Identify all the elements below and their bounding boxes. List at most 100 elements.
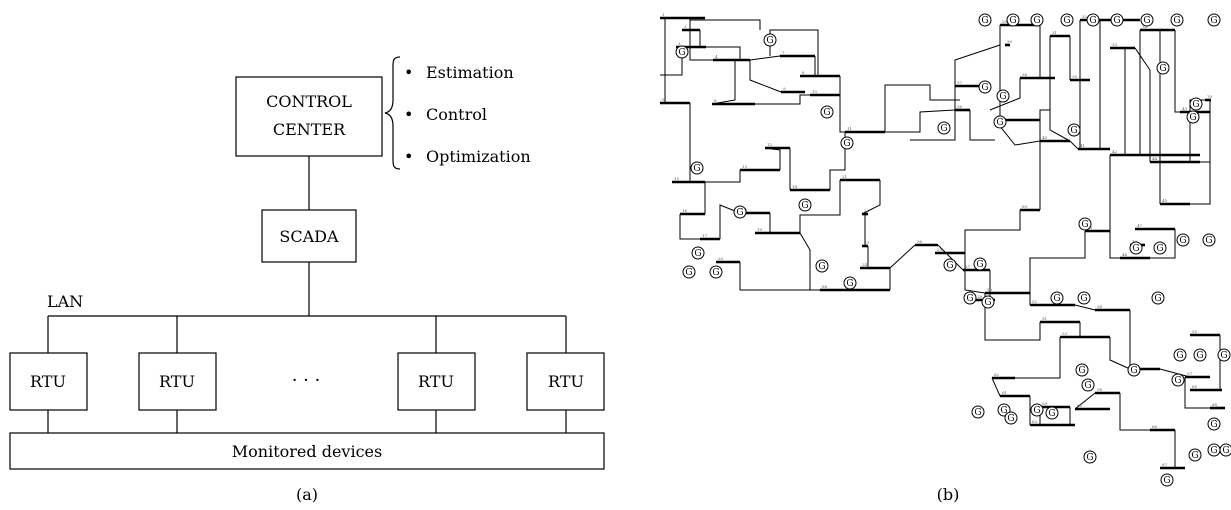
generator-icon: G [1086,13,1100,27]
svg-text:G: G [1084,381,1091,391]
transmission-line [954,44,1001,86]
svg-text:G: G [946,261,953,271]
bus-number-label: 40 [1042,135,1048,140]
bus-number-label: 44 [1152,156,1158,161]
svg-text:G: G [846,279,853,289]
generator-icon: G [996,89,1010,103]
transmission-line [889,244,916,269]
generator-icon: G [978,80,992,94]
generator-icon: G [981,295,995,309]
generator-icon: G [1127,363,1141,377]
transmission-line [884,84,960,132]
generator-icon: G [1030,403,1044,417]
svg-text:G: G [1163,476,1170,486]
bus-number-label: 33 [1112,42,1118,47]
svg-text:G: G [1143,16,1150,26]
transmission-line [861,180,881,215]
function-bullet: • [404,63,413,82]
bus-number-label: 43 [1182,106,1188,111]
bus-number-label: 41 [1080,143,1085,148]
transmission-line [764,147,781,170]
transmission-line [1109,337,1131,370]
bus-number-label: 11 [847,126,852,131]
transmission-line [991,377,1001,397]
generator-icon: G [1217,348,1231,362]
bus-number-label: 63 [1032,419,1038,424]
transmission-line [749,60,782,93]
control-center-box [235,76,383,157]
bus-number-label: 4 [715,54,718,59]
control-center-label-line1: CONTROL [266,92,352,111]
transmission-line [964,253,986,294]
bus-number-label: 67 [1162,462,1168,467]
bus-number-label: 68 [822,284,828,289]
bus-number-label: 12 [767,142,773,147]
transmission-line [799,232,820,291]
transmission-line [689,18,713,61]
generator-icon: G [763,33,777,47]
bus-numbers: 1234567891011121314151617181920212223242… [662,12,1218,467]
svg-text:G: G [984,298,991,308]
rtu-1-box [9,352,88,411]
svg-text:G: G [1053,294,1060,304]
svg-text:G: G [1070,126,1077,136]
svg-text:G: G [976,260,983,270]
bus-number-label: 38 [957,104,963,109]
transmission-line [1039,109,1050,141]
function-bullet: • [404,105,413,124]
scada-architecture-diagram: CONTROL CENTER • Estimation • Control • … [9,56,605,504]
bus-number-label: 28 [977,294,983,299]
bus-number-label: 57 [1187,371,1193,376]
transmission-line [1074,304,1096,311]
transmission-line [719,204,741,239]
transmission-line [679,214,700,240]
svg-text:G: G [974,408,981,418]
transmission-line [711,60,736,105]
svg-text:G: G [981,83,988,93]
transmission-line [1119,393,1150,431]
transmission-line [1015,337,1061,379]
generator-icon: G [1171,373,1185,387]
bus-number-label: 51 [1042,316,1047,321]
generator-icon: G [1110,13,1124,27]
bus-number-label: 55 [1192,329,1198,334]
generator-icon: G [815,259,829,273]
generator-icon: G [1202,233,1216,247]
svg-text:G: G [1009,16,1016,26]
svg-text:G: G [693,164,700,174]
transmission-line [885,109,956,133]
generator-icon: G [1193,348,1207,362]
generator-icon: G [963,291,977,305]
function-bullet: • [404,147,413,166]
bus-number-label: 70 [1207,94,1213,99]
svg-text:G: G [1130,366,1137,376]
svg-text:G: G [940,124,947,134]
bus-number-label: 50 [987,287,993,292]
generator-icon: G [1173,348,1187,362]
transmission-line [829,132,846,190]
bus-number-label: 17 [702,233,708,238]
bus-number-label: 22 [864,208,870,213]
transmission-line [755,94,810,105]
bus-number-label: 32 [1082,14,1088,19]
generator-icon: G [1077,291,1091,305]
bus-number-label: 1 [662,12,665,17]
generator-icon: G [973,257,987,271]
svg-text:G: G [1048,409,1055,419]
svg-text:G: G [1205,236,1212,246]
bus-number-label: 21 [842,174,847,179]
svg-text:G: G [1176,351,1183,361]
function-estimation: Estimation [426,63,514,82]
transmission-line [1134,47,1151,162]
svg-text:G: G [999,92,1006,102]
bus-number-label: 23 [864,240,870,245]
svg-text:G: G [981,16,988,26]
bus-number-label: 58 [1097,387,1103,392]
generator-icon: G [1188,448,1202,462]
bus-number-label: 19 [757,227,763,232]
transmission-line [749,55,781,61]
bus-number-label: 69 [1022,204,1028,209]
transmission-line [706,46,741,60]
transmission-line [680,103,691,183]
svg-text:G: G [1179,236,1186,246]
